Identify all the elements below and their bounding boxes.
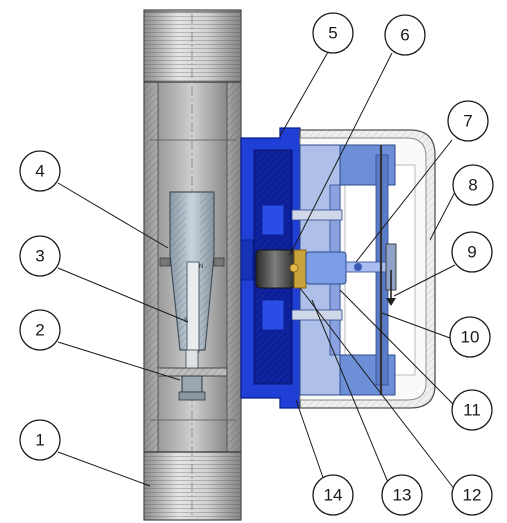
callout-5: 5	[312, 12, 354, 54]
leader-14	[295, 399, 329, 493]
callout-label: 12	[463, 486, 482, 505]
leader-6	[289, 52, 393, 256]
callout-label: 6	[400, 26, 409, 45]
callout-3: 3	[19, 235, 61, 277]
leader-1	[57, 451, 151, 487]
callout-4: 4	[19, 150, 61, 192]
callout-9: 9	[451, 231, 493, 273]
indicator-mechanism	[255, 144, 397, 396]
callout-label: 11	[463, 401, 481, 420]
leader-10	[381, 312, 451, 339]
callout-label: 4	[35, 162, 44, 181]
float-cone-assembly: N S	[159, 191, 225, 353]
callout-14: 14	[312, 474, 354, 516]
leader-3	[57, 267, 189, 323]
leader-5	[279, 51, 329, 137]
leader-lines	[57, 51, 456, 493]
leader-11	[339, 289, 455, 406]
upper-thread	[144, 12, 241, 82]
lower-thread	[144, 452, 241, 520]
leader-4	[57, 182, 169, 249]
leader-2	[57, 341, 181, 381]
svg-text:N: N	[199, 264, 203, 270]
callout-7: 7	[447, 100, 489, 142]
guide-ring	[159, 257, 171, 267]
callout-8: 8	[452, 164, 494, 206]
pointer-spindle	[305, 251, 347, 285]
callout-label: 9	[467, 243, 476, 262]
retaining-nut	[181, 375, 203, 393]
leader-9	[393, 264, 456, 297]
callout-2: 2	[19, 309, 61, 351]
leader-8	[429, 191, 456, 241]
leader-7	[355, 139, 453, 263]
callout-label: 8	[468, 176, 477, 195]
callout-label: 13	[393, 486, 412, 505]
callout-label: 14	[324, 486, 343, 505]
callout-label: 1	[35, 431, 44, 450]
guide-rod	[186, 261, 200, 353]
leader-12	[299, 287, 456, 491]
callout-label: 7	[463, 112, 472, 131]
callout-label: 2	[35, 321, 44, 340]
callout-label: 5	[328, 24, 337, 43]
follower-magnet	[255, 249, 295, 289]
callout-1: 1	[19, 419, 61, 461]
callout-11: 11	[451, 389, 493, 431]
callout-6: 6	[384, 14, 426, 56]
callout-13: 13	[381, 474, 423, 516]
callout-10: 10	[449, 316, 491, 358]
leader-13	[311, 299, 393, 493]
callout-label: 3	[35, 247, 44, 266]
callout-12: 12	[451, 474, 493, 516]
callout-label: 10	[461, 328, 480, 347]
spider-support	[157, 349, 228, 401]
